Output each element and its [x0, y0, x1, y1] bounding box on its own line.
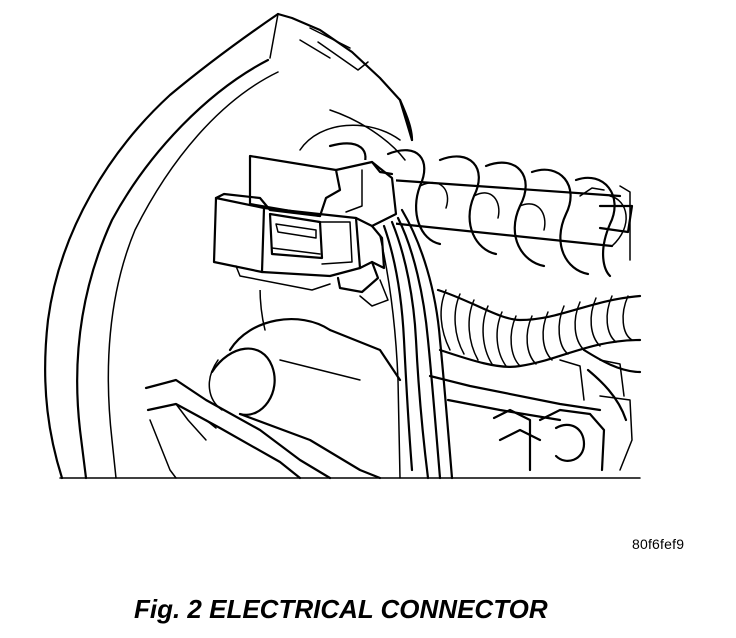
corrugated-conduit [436, 288, 642, 422]
coil-spring [328, 142, 616, 278]
figure-caption: Fig. 2 ELECTRICAL CONNECTOR [134, 594, 548, 624]
housing-flange [44, 12, 414, 480]
motor-housing [208, 318, 402, 480]
electrical-connector [212, 154, 398, 307]
figure-code: 80f6fef9 [632, 536, 685, 552]
mounting-bracket [144, 359, 633, 480]
wire-harness [379, 208, 454, 480]
